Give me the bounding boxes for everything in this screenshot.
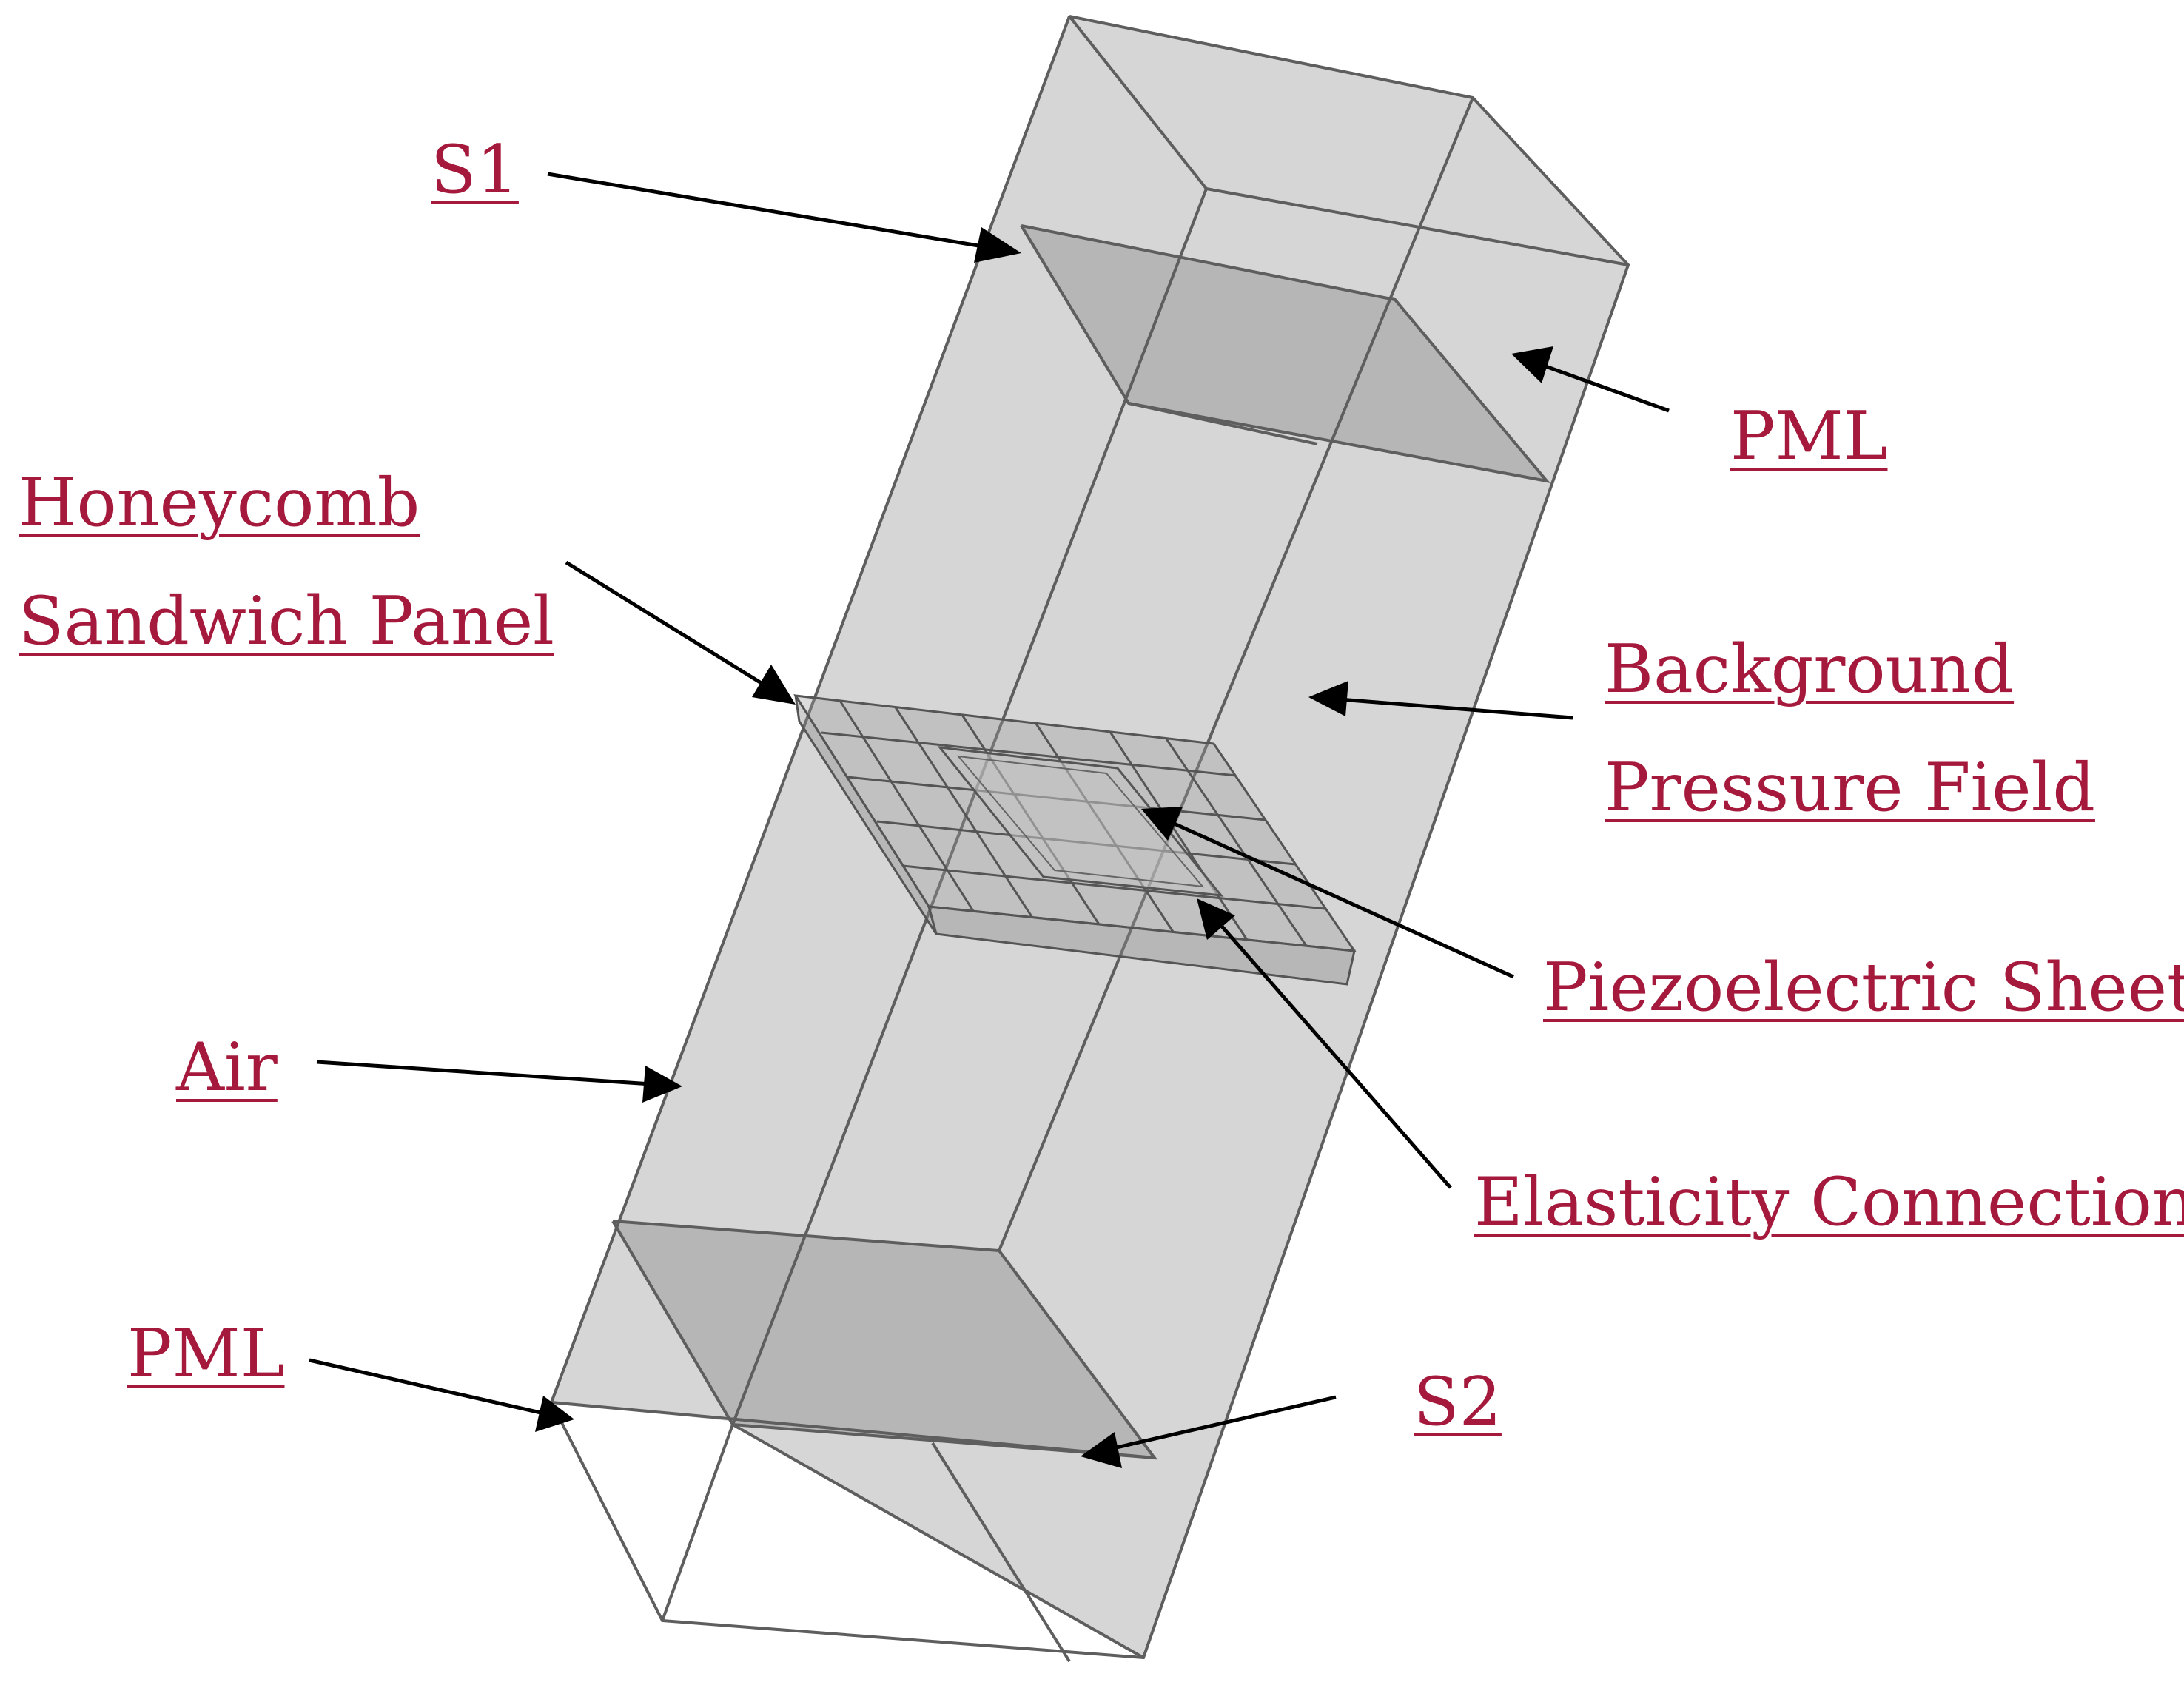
arrow-s2: [1081, 1395, 1337, 1468]
duct-face-left: [551, 16, 1206, 1421]
label-pml-top: PML: [1730, 397, 1888, 475]
duct-edge-corner: [1068, 15, 1208, 190]
label-honeycomb-line1: Honeycomb: [19, 464, 420, 542]
pml-top-section: [1021, 226, 1547, 481]
piezoelectric-sheet-inner: [956, 755, 1205, 888]
duct-box: [549, 15, 1630, 1663]
arrow-piezo: [1141, 807, 1515, 979]
arrow-pml-top: [1511, 346, 1670, 413]
piezoelectric-sheet: [937, 746, 1224, 897]
pml-bottom-inner: [661, 1424, 734, 1621]
s1-inner-edge: [1128, 402, 1318, 445]
label-s1: S1: [431, 131, 519, 209]
label-pml-bottom: PML: [127, 1315, 285, 1393]
panel-front-face: [927, 905, 1356, 986]
duct-face-top: [1069, 16, 1628, 265]
label-background-line2: Pressure Field: [1605, 749, 2095, 827]
s1-plane-edges: [1020, 224, 1551, 483]
label-elasticity-connection: Elasticity Connection: [1474, 1163, 2184, 1241]
pml-bottom-section: [613, 1221, 1155, 1458]
label-piezoelectric-sheet: Piezoelectric Sheet: [1543, 949, 2184, 1026]
duct-edge-top-front: [1206, 187, 1629, 266]
label-air: Air: [176, 1029, 278, 1106]
label-background-line1: Background: [1605, 631, 2015, 708]
honeycomb-cells: [821, 700, 1325, 946]
s2-lower-edge: [551, 1401, 1155, 1459]
arrow-honeycomb: [565, 560, 796, 705]
label-s2: S2: [1414, 1363, 1502, 1441]
arrow-air: [316, 1060, 682, 1103]
duct-edge-back: [998, 97, 1474, 1251]
arrow-pml-bottom: [309, 1358, 574, 1432]
honeycomb-sandwich-panel: [793, 694, 1357, 986]
annotation-arrows: [309, 172, 1670, 1468]
duct-edge-bottom-front: [732, 1423, 1144, 1659]
arrow-elasticity: [1197, 898, 1452, 1189]
pml-bottom-inner-2: [931, 1442, 1071, 1663]
duct-edge-center: [731, 188, 1208, 1425]
label-honeycomb-line2: Sandwich Panel: [19, 582, 554, 660]
arrow-s1: [547, 172, 1021, 263]
arrow-background: [1308, 681, 1573, 720]
